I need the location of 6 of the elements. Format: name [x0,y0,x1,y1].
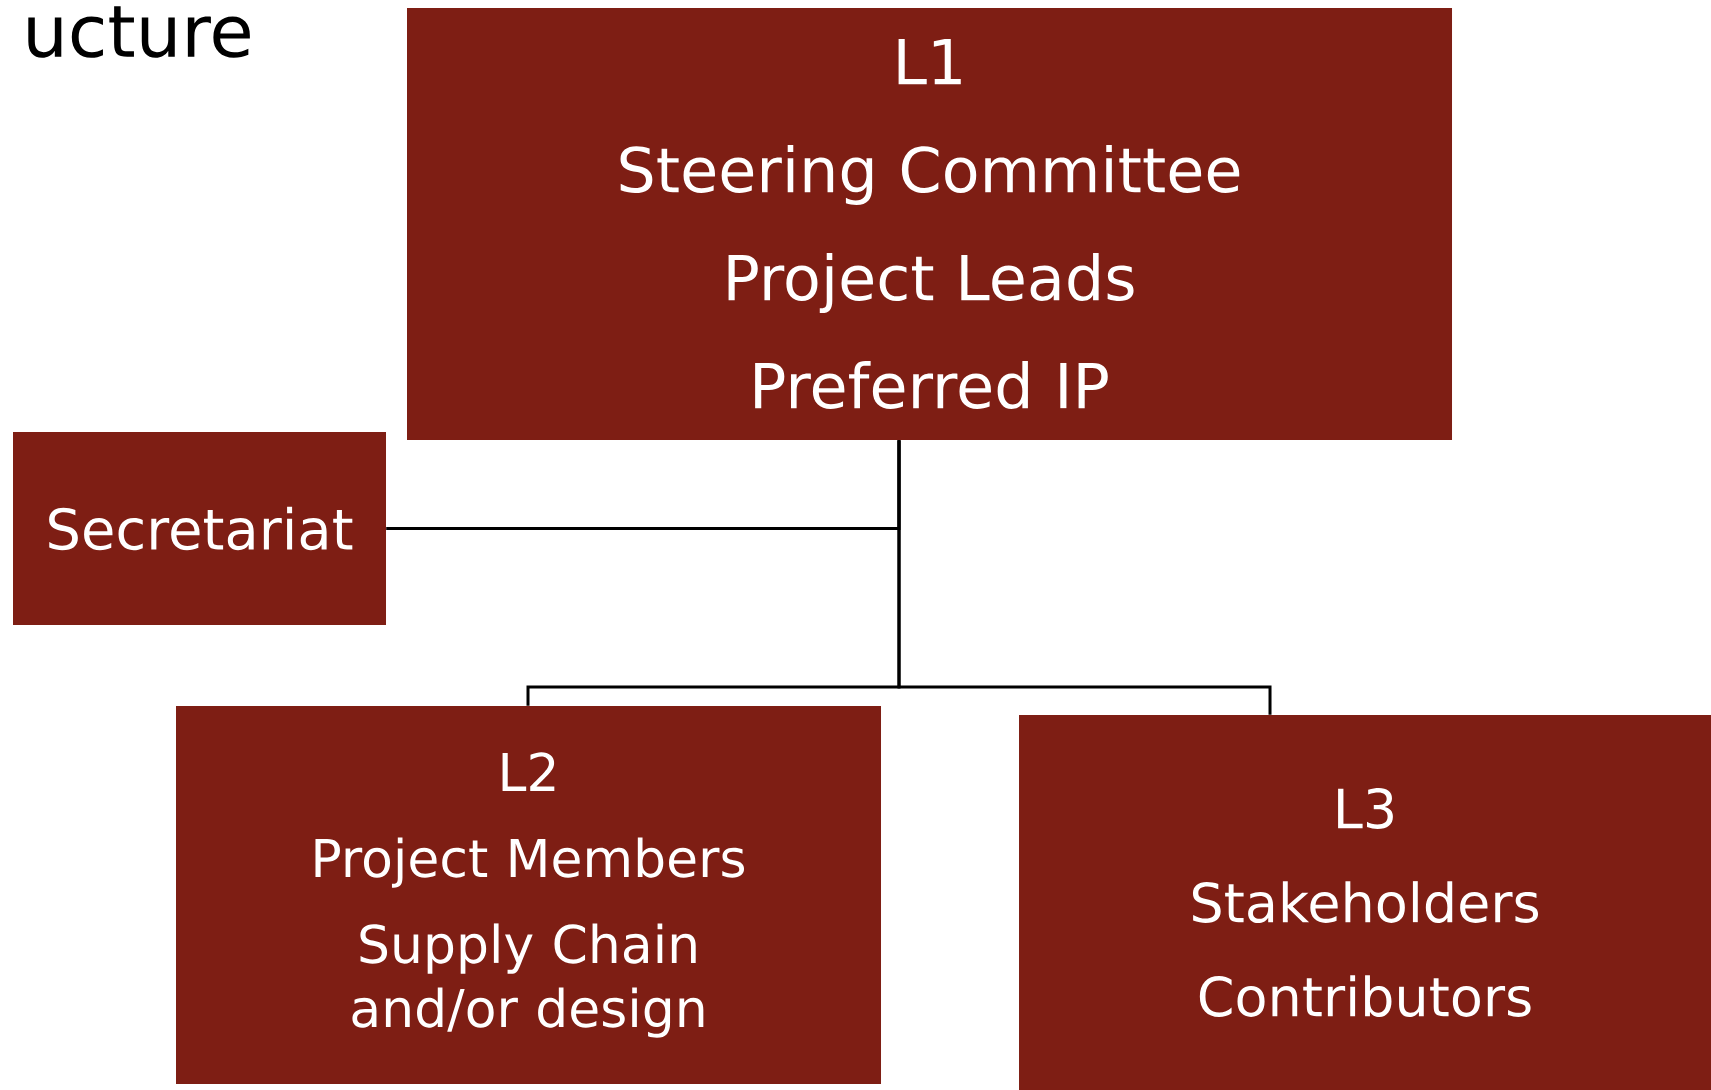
org-box: L3 Stakeholders Contributors [1019,715,1711,1090]
heading-text: ucture [28,6,250,58]
org-box: Secretariat [13,432,386,625]
org-box: L2 Project Members Supply Chain and/or design [176,706,881,1084]
connector-line [897,440,1272,715]
org-box: L1 Steering Committee Project Leads Preferred IP [407,8,1452,440]
